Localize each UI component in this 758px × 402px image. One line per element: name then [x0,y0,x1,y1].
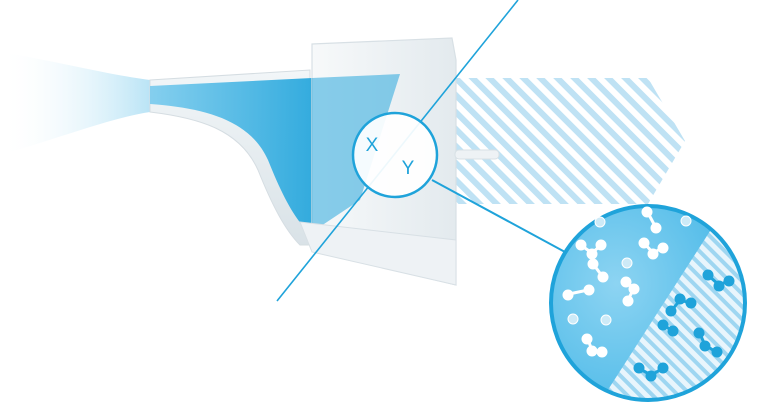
dust-particle [622,258,632,268]
filter-tab [455,150,499,159]
blue-channel [150,78,312,225]
magnifier [540,200,755,402]
dust-particle [595,217,605,227]
xy-marker: X Y [353,113,437,197]
marker-label-y: Y [402,158,415,179]
dust-particle [681,216,691,226]
dust-particle [568,314,578,324]
dust-particle [601,315,611,325]
marker-label-x: X [366,135,379,156]
outflow-arrow [455,78,685,204]
